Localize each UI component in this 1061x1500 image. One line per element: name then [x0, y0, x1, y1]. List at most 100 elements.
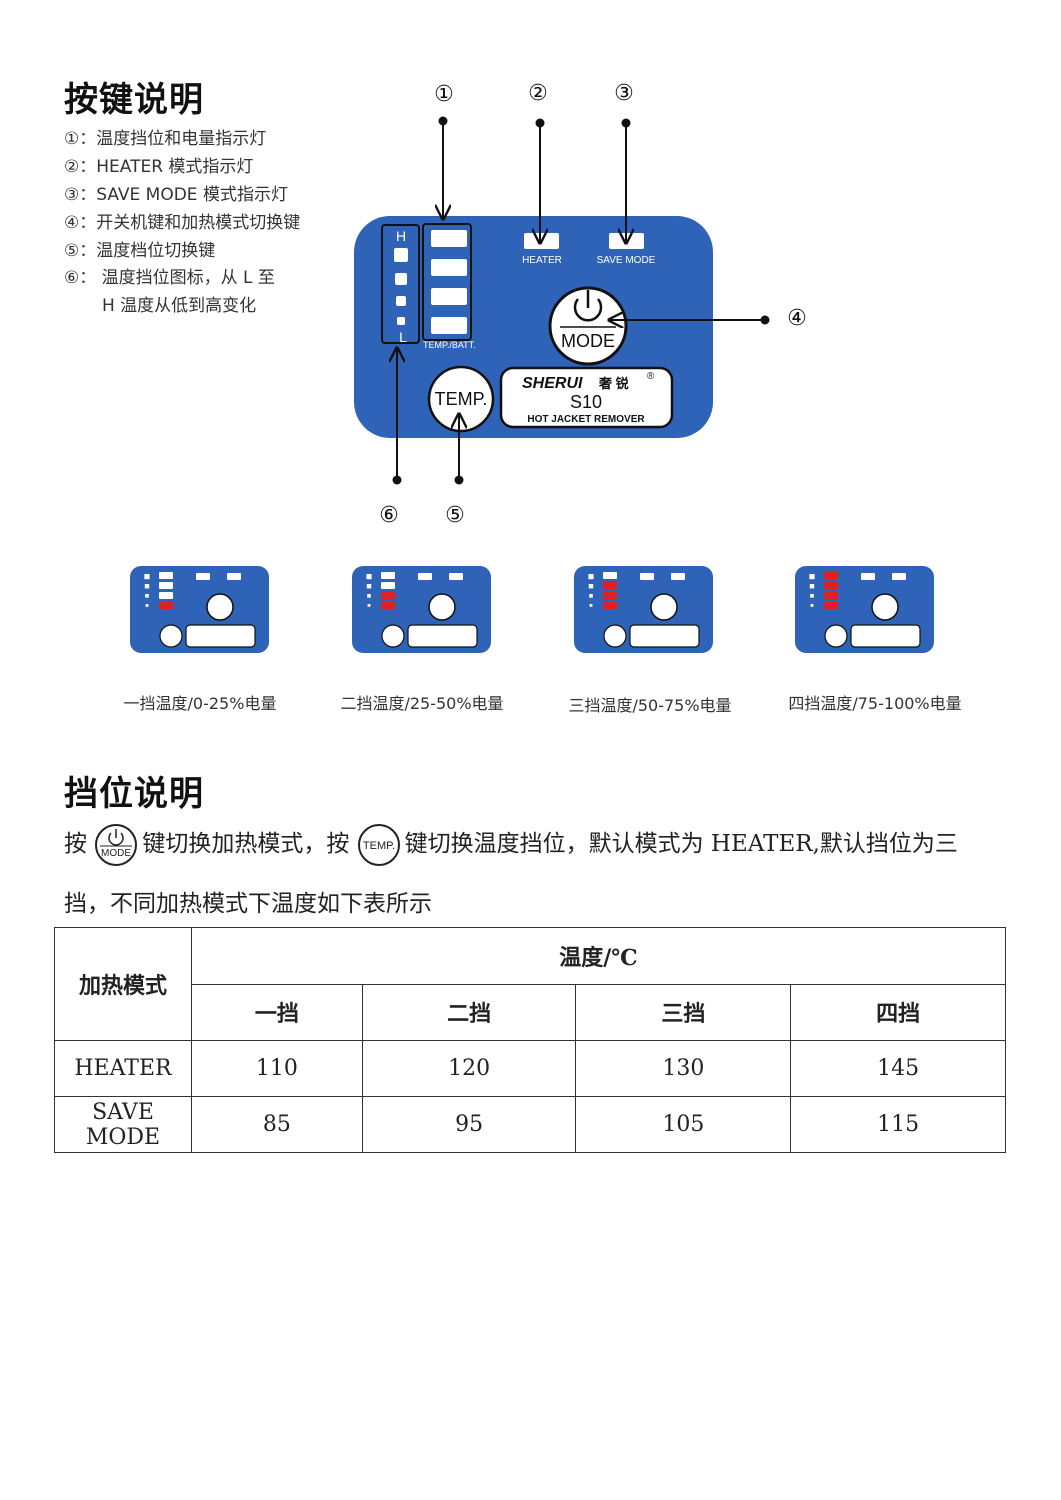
thumbnail-temp-button: [381, 624, 405, 648]
thumbnail-brand-plate: [185, 624, 256, 648]
leader-lines: [393, 116, 770, 485]
thumbnail-level-icon: [809, 584, 815, 589]
level-icon-step-2: [396, 296, 406, 306]
thumbnail-level-icon: [366, 584, 372, 589]
thumbnail-heater-indicator: [196, 573, 210, 580]
table-cell: 110: [190, 1040, 363, 1097]
model-label: S10: [570, 392, 602, 412]
thumbnail-mode-button: [871, 593, 899, 621]
row-mode: SAVE MODE: [54, 1096, 192, 1153]
thumbnail-temp-button: [824, 624, 848, 648]
thumbnail-level-icon: [588, 584, 594, 589]
brand-cn: 奢 锐: [598, 376, 629, 391]
control-panel-diagram: H L TEMP./BATT. HEATER SAVE MODE MODE TE…: [354, 116, 770, 485]
mode-icon-label: MODE: [101, 848, 131, 859]
brand-logo: SHERUI: [522, 375, 583, 392]
thumbnail-mode-button: [206, 593, 234, 621]
thumbnail-level-icon: [145, 594, 149, 598]
table-cell: 130: [575, 1040, 792, 1097]
instruction-text-b: 键切换加热模式，按: [142, 831, 350, 857]
table-cell: 85: [190, 1096, 363, 1153]
thumbnail-heater-indicator: [861, 573, 875, 580]
table-row: SAVE MODE 85 95 105 115: [54, 1096, 1006, 1153]
thumbnail-save-indicator: [449, 573, 463, 580]
mode-button-icon: MODE: [95, 824, 138, 866]
thumbnail-bar: [603, 582, 617, 589]
thumbnail-brand-plate: [850, 624, 921, 648]
table-cell: 115: [790, 1096, 1006, 1153]
temp-button-label: TEMP.: [435, 389, 488, 409]
registered-mark: ®: [647, 371, 655, 382]
level-icon-step-4: [394, 248, 408, 262]
legend-item-6: ⑥： 温度挡位图标，从 L 至: [64, 268, 275, 288]
instruction-line-1: 按 MODE 键切换加热模式，按 TEMP. 键切换温度挡位，默认模式为 HEA…: [64, 822, 958, 866]
save-mode-label: SAVE MODE: [597, 255, 656, 266]
temp-batt-frame: [422, 223, 472, 341]
level-caption-2: 二挡温度/25-50%电量: [340, 694, 504, 713]
callout-5: ⑤: [445, 503, 465, 528]
thumbnail-bar: [824, 592, 838, 599]
temp-batt-bar-3: [431, 259, 467, 276]
level-header-2: 二挡: [361, 983, 577, 1041]
callout-3: ③: [614, 81, 634, 106]
thumbnail-bar: [603, 602, 617, 609]
thumbnail-mode-button: [428, 593, 456, 621]
thumbnail-temp-button: [159, 624, 183, 648]
thumbnail-level-icon: [810, 594, 814, 598]
thumbnail-bar: [381, 572, 395, 579]
brand-plate: [499, 366, 674, 429]
legend-item-2: ②：HEATER 模式指示灯: [64, 157, 254, 177]
thumbnail-brand-plate: [407, 624, 478, 648]
level-header-3: 三挡: [575, 983, 792, 1041]
thumbnail-level-icon: [366, 574, 372, 580]
level-thumbnails: [130, 566, 934, 653]
temp-batt-bar-4: [431, 230, 467, 247]
thumbnail-save-indicator: [227, 573, 241, 580]
thumbnail-bar: [381, 602, 395, 609]
temp-button-icon: TEMP.: [357, 824, 400, 866]
thumbnail-level-icon: [367, 594, 371, 598]
thumbnail-bar: [159, 592, 173, 599]
thumbnail-temp-button: [603, 624, 627, 648]
callout-2: ②: [528, 81, 548, 106]
level-header-1: 一挡: [190, 983, 363, 1041]
thumbnail-level-icon: [367, 604, 371, 607]
mode-header: 加热模式: [54, 927, 192, 1041]
temp-batt-bar-2: [431, 288, 467, 305]
level-header-4: 四挡: [790, 983, 1006, 1041]
thumbnail-level-icon: [809, 574, 815, 580]
table-cell: 105: [575, 1096, 792, 1153]
level-high-label: H: [396, 228, 406, 244]
mode-button[interactable]: [548, 286, 628, 366]
level-caption-3: 三挡温度/50-75%电量: [568, 696, 732, 715]
thumbnail-level-icon: [810, 604, 814, 607]
instruction-text-c: 键切换温度挡位，默认模式为 HEATER,默认挡位为三: [404, 831, 958, 857]
temp-header: 温度/℃: [190, 927, 1007, 985]
thumbnail-level-icon: [145, 604, 149, 607]
thumbnail-bar: [159, 582, 173, 589]
thumbnail-bar: [824, 602, 838, 609]
level-caption-4: 四挡温度/75-100%电量: [788, 694, 962, 713]
table-row: HEATER 110 120 130 145: [54, 1040, 1006, 1097]
thumbnail-level-icon: [144, 584, 150, 589]
thumbnail-bar: [159, 572, 173, 579]
level-thumbnail-1: [130, 566, 269, 653]
level-caption-1: 一挡温度/0-25%电量: [123, 694, 277, 713]
legend-item-5: ⑤：温度档位切换键: [64, 241, 216, 261]
temp-button[interactable]: [427, 365, 495, 433]
temperature-table: 加热模式 温度/℃ 一挡 二挡 三挡 四挡 HEATER 110 120 130…: [54, 927, 1007, 1153]
temp-icon-label: TEMP.: [363, 840, 395, 852]
section-title-levels: 挡位说明: [64, 774, 204, 814]
thumbnail-bar: [381, 592, 395, 599]
level-thumbnail-3: [574, 566, 713, 653]
level-icon-frame: [381, 224, 420, 344]
callout-6: ⑥: [379, 503, 399, 528]
level-low-label: L: [399, 329, 407, 345]
level-icon-step-3: [395, 273, 407, 285]
thumbnail-heater-indicator: [640, 573, 654, 580]
legend-item-6-cont: H 温度从低到高变化: [102, 296, 257, 316]
callout-1: ①: [434, 82, 454, 107]
instruction-text-a: 按: [64, 831, 87, 857]
callout-4: ④: [787, 306, 807, 331]
table-cell: 145: [790, 1040, 1006, 1097]
